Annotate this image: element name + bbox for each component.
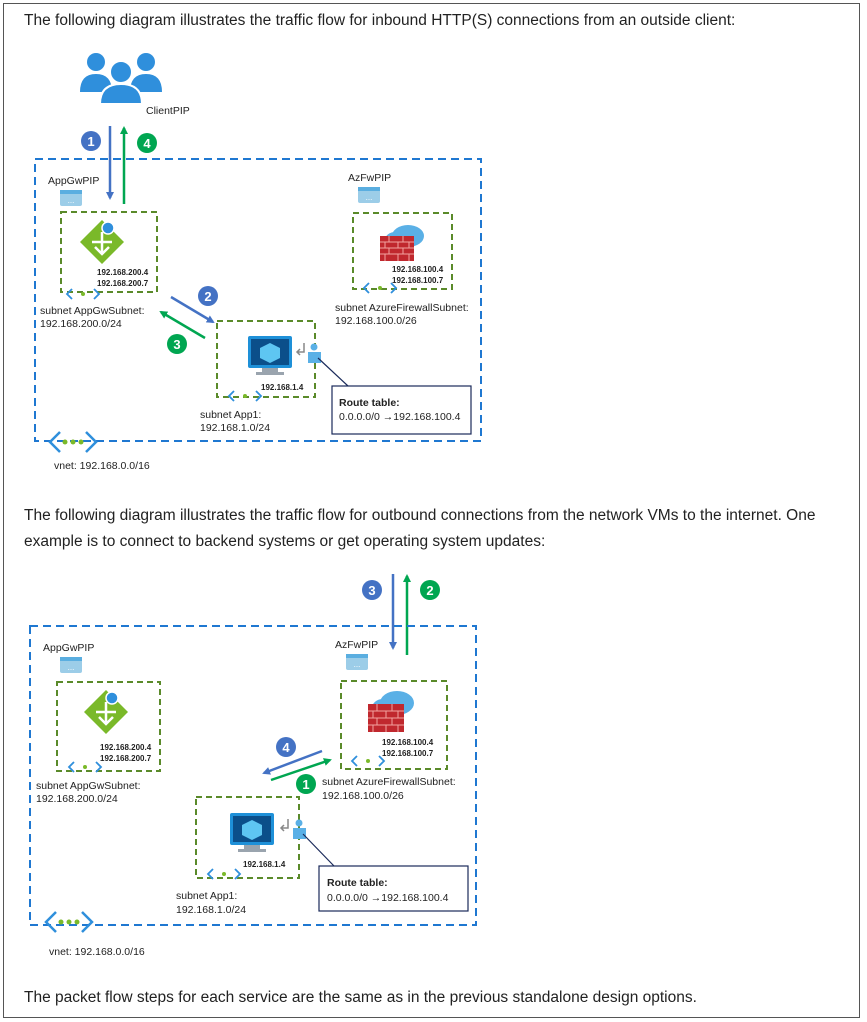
content-frame [3,3,860,1018]
outbound-intro-text: The following diagram illustrates the tr… [24,507,816,550]
svg-text:3: 3 [173,337,180,352]
step-badge-2: 2 [198,286,218,306]
appgw-subnet-box [60,211,158,293]
azfw-subnet-box [352,212,453,290]
appgw-pip-label: AppGwPIP [48,175,99,187]
application-gateway-icon [80,220,124,264]
svg-text:...: ... [68,196,75,205]
appgw-ip-2: 192.168.200.7 [97,279,149,288]
subnet-appgw-label: subnet AppGwSubnet: [40,305,145,317]
client-pip-label: ClientPIP [146,105,190,117]
vnet-icon [48,431,98,453]
vnet-boundary [34,158,482,442]
subnet-azfw-cidr: 192.168.100.0/26 [335,315,417,327]
users-icon [80,53,162,105]
subnet-app1-cidr: 192.168.1.0/24 [200,422,270,434]
svg-text:1: 1 [87,134,94,149]
inbound-intro-text: The following diagram illustrates the tr… [24,12,736,29]
subnet-app1-label: subnet App1: [200,409,261,421]
virtual-machine-icon [248,336,292,375]
subnet-icon [227,390,263,402]
route-table-box [331,385,472,435]
azfw-pip-label: AzFwPIP [348,172,391,184]
firewall-icon [380,225,424,261]
subnet-appgw-cidr: 192.168.200.0/24 [40,318,122,330]
subnet-icon [65,288,101,300]
svg-text:2: 2 [204,289,211,304]
route-table-value: 0.0.0.0/0 →192.168.100.4 [339,411,461,423]
route-table-connector [317,357,349,387]
public-ip-icon: ... [60,190,82,206]
arrow-step-2 [170,295,215,324]
route-table-title: Route table: [339,397,400,409]
appgw-ip-1: 192.168.200.4 [97,268,149,277]
closing-text: The packet flow steps for each service a… [24,989,697,1006]
azfw-ip-1: 192.168.100.4 [392,265,444,274]
step-badge-1: 1 [81,131,101,151]
arrow-step-3 [159,310,206,340]
azfw-ip-2: 192.168.100.7 [392,276,444,285]
svg-text:4: 4 [143,136,151,151]
public-ip-icon: ... [358,187,380,203]
vnet-label: vnet: 192.168.0.0/16 [54,460,150,472]
svg-text:...: ... [366,193,373,202]
inbound-diagram: ClientPIP 1 4 AppGwPIP ... 192.168.200.4… [34,53,482,472]
vm-ip: 192.168.1.4 [261,383,304,392]
route-table-icon [295,343,321,363]
step-badge-3: 3 [167,334,187,354]
subnet-azfw-label: subnet AzureFirewallSubnet: [335,302,469,314]
step-badge-4: 4 [137,133,157,153]
subnet-icon [362,282,398,294]
